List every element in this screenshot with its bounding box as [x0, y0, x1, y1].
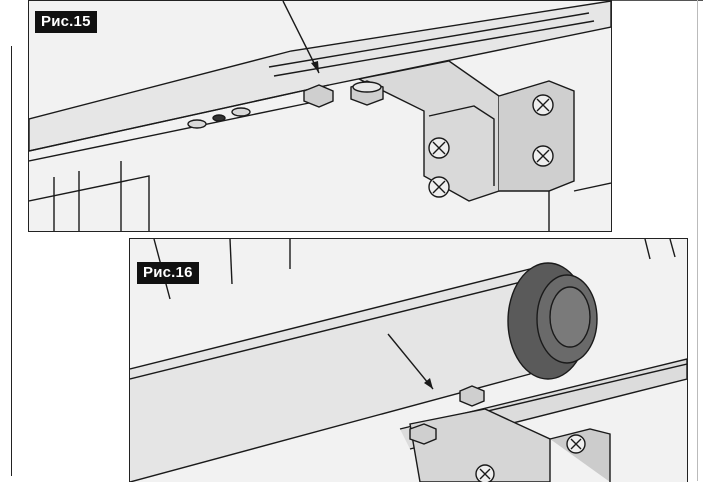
figure-15: Рис.15	[28, 0, 612, 232]
figure-15-label: Рис.15	[35, 11, 97, 33]
figure-16: Рис.16	[129, 238, 688, 482]
figure-16-drawing	[130, 239, 687, 482]
page-margin-rule	[11, 46, 12, 476]
figure-16-label: Рис.16	[137, 262, 199, 284]
page-right-rule	[697, 0, 698, 481]
figure-15-drawing	[29, 1, 611, 231]
